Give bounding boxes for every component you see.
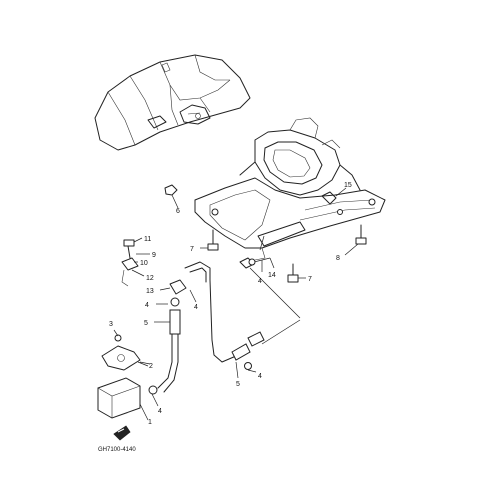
callout-10: 10 xyxy=(140,260,148,267)
callout-5-a: 5 xyxy=(144,320,148,327)
part-7-bolt-right xyxy=(287,263,306,283)
part-6-clip xyxy=(164,184,179,209)
callout-13: 13 xyxy=(146,288,154,295)
part-3-screw xyxy=(113,329,122,342)
callout-4-b: 4 xyxy=(158,408,162,415)
part-2-bracket xyxy=(101,345,149,371)
jet-pump-housing xyxy=(239,117,361,196)
valve-assembly-9-12 xyxy=(121,237,150,287)
diagram-code: GH7100-4140 xyxy=(98,447,136,453)
callout-2: 2 xyxy=(149,363,153,370)
forward-arrow-icon xyxy=(113,425,131,441)
callout-14: 14 xyxy=(268,272,276,279)
callout-9: 9 xyxy=(152,252,156,259)
part-13-joint xyxy=(159,279,187,295)
part-8-bolt xyxy=(344,224,367,256)
part-4-clamps xyxy=(148,258,256,395)
part-14-hose xyxy=(239,235,275,269)
callout-labels: 1 2 3 4 4 4 4 4 5 5 6 7 7 8 9 10 11 12 1… xyxy=(109,182,352,426)
callout-leaders xyxy=(139,260,263,407)
part-15-fitting xyxy=(321,187,347,205)
callout-3: 3 xyxy=(109,321,113,328)
callout-11: 11 xyxy=(144,236,151,243)
part-7-bolt-left xyxy=(200,229,219,251)
callout-4-a: 4 xyxy=(145,302,149,309)
callout-8: 8 xyxy=(336,255,340,262)
callout-7-a: 7 xyxy=(190,246,194,253)
breather-hose-run xyxy=(184,261,301,363)
callout-4-e: 4 xyxy=(258,373,262,380)
callout-1: 1 xyxy=(148,419,152,426)
hose-to-tank xyxy=(157,333,179,393)
callout-4-d: 4 xyxy=(258,278,262,285)
part-1-tank xyxy=(97,377,149,421)
engine-bed-tray xyxy=(194,177,386,261)
callout-5-b: 5 xyxy=(236,381,240,388)
part-5-hose-lower xyxy=(231,331,265,361)
callout-4-c: 4 xyxy=(194,304,198,311)
part-5-hose-upper xyxy=(169,309,181,335)
callout-6: 6 xyxy=(176,208,180,215)
callout-15: 15 xyxy=(344,182,352,189)
hull-upper-view xyxy=(94,54,251,151)
callout-12: 12 xyxy=(146,275,154,282)
callout-7-b: 7 xyxy=(308,276,312,283)
